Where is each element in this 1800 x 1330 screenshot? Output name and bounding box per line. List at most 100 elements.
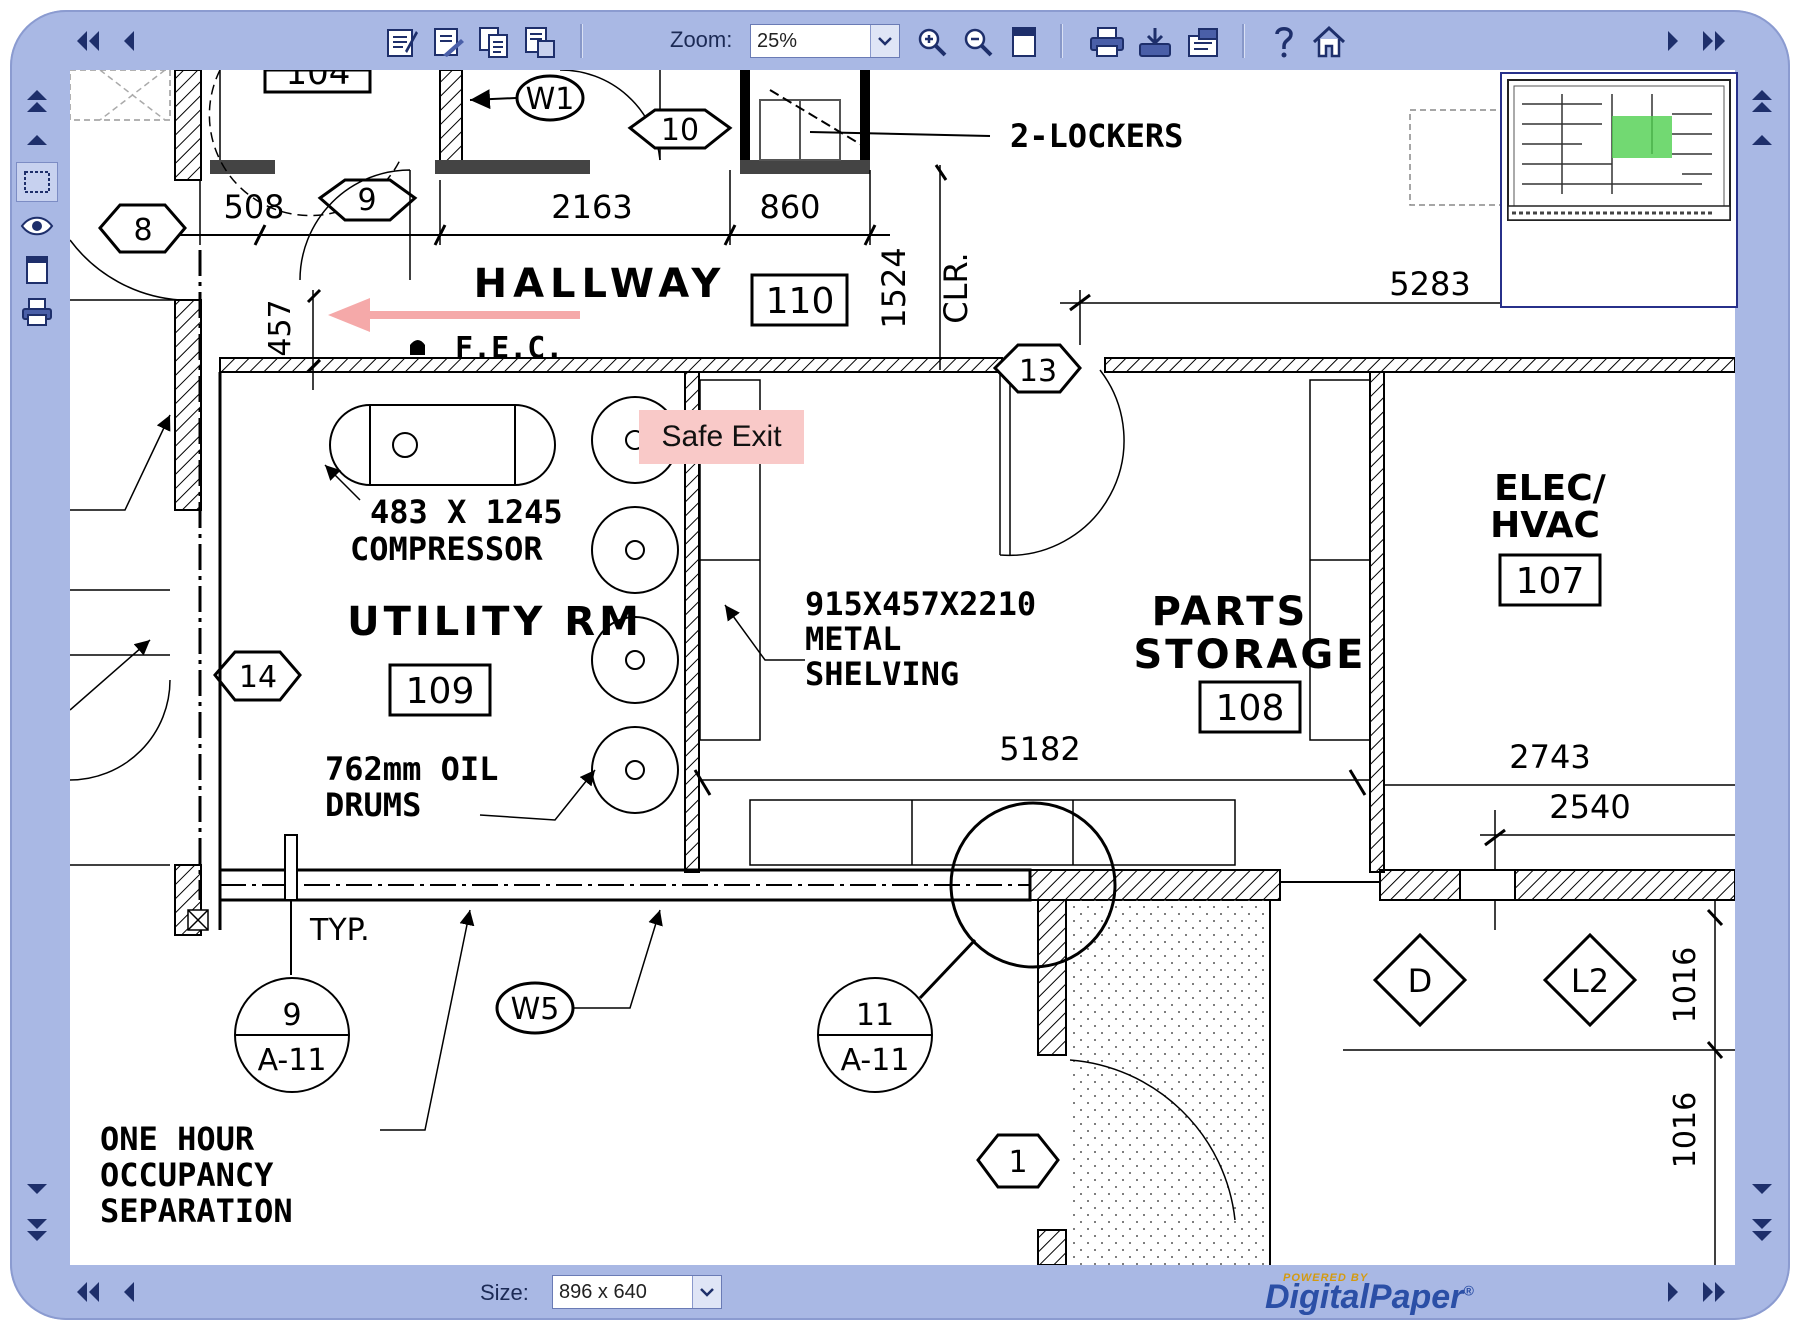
floor-plan: 104 W1 10 2-LOCKERS 9 8 xyxy=(70,70,1735,1265)
last-page-icon[interactable] xyxy=(1698,1275,1732,1309)
dimension-label: 457 xyxy=(263,299,298,356)
right-sidebar xyxy=(1735,70,1790,1265)
logo-wordmark: DigitalPaper® xyxy=(1265,1278,1474,1317)
select-area-icon[interactable] xyxy=(16,162,58,202)
home-icon[interactable] xyxy=(1308,22,1350,62)
thumbnail-preview xyxy=(1507,79,1731,221)
door-tag: 13 xyxy=(1019,354,1057,389)
next-page-icon[interactable] xyxy=(1658,24,1688,58)
scroll-bottom-icon[interactable] xyxy=(1745,1215,1779,1245)
markup-icon[interactable] xyxy=(382,22,422,62)
annotation-label: OCCUPANCY xyxy=(100,1156,274,1194)
room-number: 108 xyxy=(1216,688,1285,729)
help-icon[interactable] xyxy=(1266,22,1302,62)
annotation-label: DRUMS xyxy=(325,786,421,824)
drawing-canvas[interactable]: 104 W1 10 2-LOCKERS 9 8 xyxy=(70,70,1735,1265)
bottom-toolbar: Size: 896 x 640 POWERED BY DigitalPaper® xyxy=(10,1265,1790,1320)
annotation-label: COMPRESSOR xyxy=(350,530,543,568)
dimension-label: 1016 xyxy=(1668,1092,1703,1168)
chevron-down-icon[interactable] xyxy=(870,25,899,57)
annotation-label: CLR. xyxy=(937,252,975,323)
dimension-label: 5283 xyxy=(1389,265,1470,303)
scroll-top-icon[interactable] xyxy=(1745,86,1779,116)
door-tag: 10 xyxy=(661,113,699,148)
dimension-label: 508 xyxy=(223,188,284,226)
view-icon[interactable] xyxy=(16,206,58,246)
section-tag: A-11 xyxy=(841,1043,910,1078)
room-number: 110 xyxy=(766,281,835,322)
annotation-label: SEPARATION xyxy=(100,1192,293,1230)
equipment-tag: L2 xyxy=(1571,962,1609,1000)
scroll-top-icon[interactable] xyxy=(20,86,54,116)
room-number: 107 xyxy=(1516,561,1585,602)
wall-tag: W1 xyxy=(526,82,575,117)
zoom-label: Zoom: xyxy=(670,27,733,52)
size-value: 896 x 640 xyxy=(559,1280,647,1303)
door-tag: 14 xyxy=(239,660,277,695)
copy-icon[interactable] xyxy=(474,22,514,62)
annotation-label: 915X457X2210 xyxy=(805,585,1036,623)
dimension-label: 2743 xyxy=(1509,738,1590,776)
scroll-down-icon[interactable] xyxy=(20,1175,54,1203)
toolbar-separator xyxy=(580,24,583,58)
fit-page-icon[interactable] xyxy=(1004,22,1044,62)
print-preview-icon[interactable] xyxy=(16,292,58,332)
dimension-label: 5182 xyxy=(999,730,1080,768)
annotation-label: METAL xyxy=(805,620,901,658)
dimension-label: 860 xyxy=(759,188,820,226)
first-page-icon[interactable] xyxy=(70,1275,104,1309)
room-name: HVAC xyxy=(1490,505,1600,546)
left-sidebar xyxy=(10,70,65,1265)
logo-mark: ® xyxy=(1463,1282,1474,1299)
safe-exit-label: Safe Exit xyxy=(639,410,804,464)
next-page-icon[interactable] xyxy=(1658,1275,1688,1309)
zoom-select[interactable]: 25% xyxy=(750,24,900,58)
annotation-label: 483 X 1245 xyxy=(370,493,563,531)
room-number: 109 xyxy=(406,671,475,712)
room-name: HALLWAY xyxy=(474,261,727,307)
room-name: PARTS xyxy=(1152,589,1309,635)
thumbnail-navigator[interactable] xyxy=(1500,72,1738,308)
scroll-up-icon[interactable] xyxy=(20,126,54,154)
previous-page-icon[interactable] xyxy=(114,24,144,58)
section-tag: 9 xyxy=(282,998,301,1033)
section-tag: 11 xyxy=(856,998,894,1033)
properties-icon[interactable] xyxy=(1182,22,1224,62)
edit-icon[interactable] xyxy=(428,22,468,62)
logo-tagline: POWERED BY xyxy=(1283,1272,1369,1284)
print-icon[interactable] xyxy=(1086,22,1128,62)
zoom-value: 25% xyxy=(757,29,798,52)
dimension-label: 1016 xyxy=(1668,947,1703,1023)
chevron-down-icon[interactable] xyxy=(692,1276,721,1308)
download-icon[interactable] xyxy=(1134,22,1176,62)
size-select[interactable]: 896 x 640 xyxy=(552,1275,722,1309)
first-page-icon[interactable] xyxy=(70,24,104,58)
dimension-label: 2163 xyxy=(551,188,632,226)
compare-icon[interactable] xyxy=(520,22,560,62)
annotation-label: 2-LOCKERS xyxy=(1010,117,1183,155)
viewer-frame: Zoom: 25% xyxy=(10,10,1790,1320)
annotation-label: TYP. xyxy=(309,913,370,948)
wall-tag: W5 xyxy=(511,992,560,1027)
room-name: UTILITY RM xyxy=(347,599,643,645)
door-tag: 1 xyxy=(1008,1145,1027,1180)
scroll-bottom-icon[interactable] xyxy=(20,1215,54,1245)
room-name: ELEC/ xyxy=(1494,468,1607,509)
annotation-label: SHELVING xyxy=(805,655,959,693)
page-icon[interactable] xyxy=(16,250,58,290)
dimension-label: 2540 xyxy=(1549,788,1630,826)
logo-text: DigitalPaper xyxy=(1265,1278,1464,1316)
annotation-label: 762mm OIL xyxy=(325,750,498,788)
section-tag: A-11 xyxy=(258,1043,327,1078)
previous-page-icon[interactable] xyxy=(114,1275,144,1309)
top-toolbar: Zoom: 25% xyxy=(10,10,1790,70)
annotation-label: ONE HOUR xyxy=(100,1120,255,1158)
scroll-down-icon[interactable] xyxy=(1745,1175,1779,1203)
room-number: 104 xyxy=(286,70,351,93)
zoom-out-icon[interactable] xyxy=(958,22,998,62)
toolbar-separator xyxy=(1060,24,1063,58)
last-page-icon[interactable] xyxy=(1698,24,1732,58)
scroll-up-icon[interactable] xyxy=(1745,126,1779,154)
door-tag: 8 xyxy=(133,213,152,248)
zoom-in-icon[interactable] xyxy=(912,22,952,62)
